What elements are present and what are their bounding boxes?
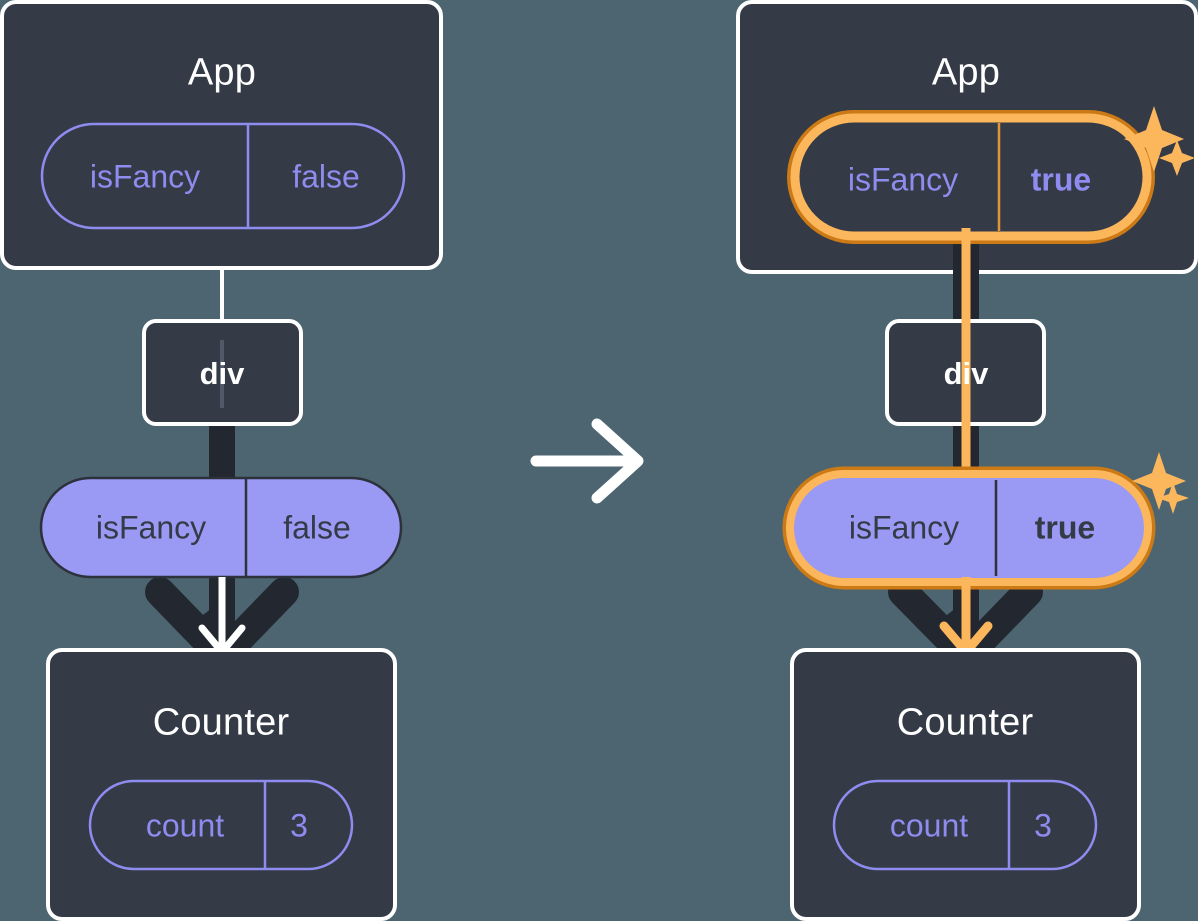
right-app-state-pill xyxy=(787,110,1155,244)
left-counter-box xyxy=(46,648,397,921)
right-counter-box xyxy=(790,648,1141,921)
right-app-sparkle-icon xyxy=(1124,106,1195,176)
right-prop-sparkle-icon xyxy=(1132,452,1189,514)
right-counter-state-pill xyxy=(832,779,1098,871)
left-app-state-pill xyxy=(40,122,406,230)
right-prop-pill xyxy=(782,466,1156,590)
left-prop-pill xyxy=(39,476,403,579)
left-app-box xyxy=(0,0,443,270)
transition-arrow xyxy=(530,418,644,504)
left-counter-state-pill xyxy=(88,779,354,871)
